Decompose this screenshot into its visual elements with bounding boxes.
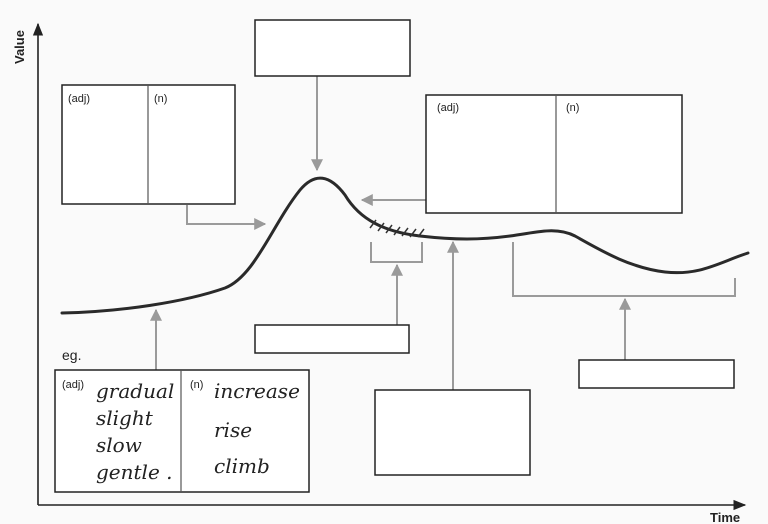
x-axis-label: Time — [710, 510, 740, 524]
right-box-adj-label: (adj) — [437, 102, 459, 114]
eg-label: eg. — [62, 347, 81, 363]
example-n-label: (n) — [190, 379, 203, 391]
top-center-box[interactable] — [254, 19, 411, 77]
bottom-center-box[interactable] — [374, 389, 531, 476]
example-adjective: slight — [96, 406, 154, 430]
left-box-n-label: (n) — [154, 93, 167, 105]
bracket-hatched — [370, 242, 423, 263]
left-box-adj-label: (adj) — [68, 93, 90, 105]
right-upper-box[interactable]: (adj) (n) — [425, 94, 683, 214]
bracket-right-section — [512, 242, 736, 297]
right-box-n-label: (n) — [566, 102, 579, 114]
arrow-leftbox-to-slope — [186, 205, 267, 230]
example-box: (adj) (n) gradual slight slow gentle . i… — [54, 369, 310, 493]
middle-small-box[interactable] — [254, 324, 410, 354]
example-adj-label: (adj) — [62, 379, 84, 391]
trend-curve — [60, 176, 750, 315]
example-adjective: gradual — [96, 379, 174, 403]
right-small-box[interactable] — [578, 359, 735, 389]
example-adjective: slow — [96, 433, 142, 457]
example-adjective: gentle . — [96, 460, 173, 484]
y-axis-label: Value — [12, 30, 27, 64]
example-noun: increase — [214, 379, 300, 403]
example-noun: climb — [214, 454, 270, 478]
left-upper-box[interactable]: (adj) (n) — [61, 84, 236, 205]
hatched-section — [369, 219, 425, 238]
example-noun: rise — [214, 418, 252, 442]
